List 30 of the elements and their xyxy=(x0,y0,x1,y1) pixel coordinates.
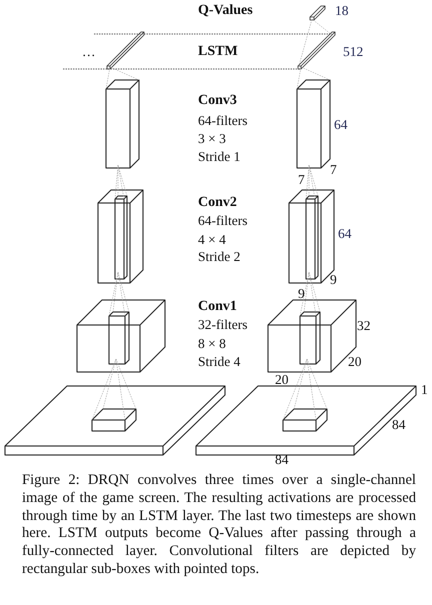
dimension-label: 84 xyxy=(392,417,406,433)
dimension-label: 64 xyxy=(334,117,348,133)
figure-caption: Figure 2: DRQN convolves three times over a single-channel image of the game screen. The resulting activations are processed through time by an LSTM layer. The last two timesteps are shown here. LSTM outputs become Q-Values after passing through a fully-connected layer. Convolutional filters are depicted by rectangular sub-boxes with pointed tops. xyxy=(22,472,416,579)
layer-name: LSTM xyxy=(198,44,238,60)
layer-parameter: 4 × 4 xyxy=(198,232,226,248)
dimension-label: 18 xyxy=(335,3,348,19)
layer-name: Q-Values xyxy=(198,3,253,19)
dimension-label: 32 xyxy=(357,318,370,334)
layer-parameter: 32-filters xyxy=(198,317,248,333)
ellipsis: … xyxy=(82,44,96,60)
layer-parameter: 64-filters xyxy=(198,213,248,229)
dimension-label: 7 xyxy=(298,172,305,188)
layer-parameter: 3 × 3 xyxy=(198,131,226,147)
dimension-label: 1 xyxy=(421,382,428,398)
layer-parameter: Stride 4 xyxy=(198,354,240,370)
dimension-label: 84 xyxy=(275,452,288,468)
dimension-label: 9 xyxy=(330,272,337,288)
layer-parameter: 64-filters xyxy=(198,113,248,129)
layer-parameter: Stride 2 xyxy=(198,249,240,265)
dimension-label: 9 xyxy=(298,286,305,302)
dimension-label: 20 xyxy=(348,354,362,370)
dimension-label: 512 xyxy=(343,44,364,60)
dimension-label: 20 xyxy=(275,372,288,388)
dimension-label: 7 xyxy=(330,162,337,178)
layer-name: Conv1 xyxy=(198,299,237,315)
layer-parameter: Stride 1 xyxy=(198,149,240,165)
layer-name: Conv3 xyxy=(198,93,237,109)
layer-name: Conv2 xyxy=(198,195,237,211)
layer-parameter: 8 × 8 xyxy=(198,336,226,352)
dimension-label: 64 xyxy=(338,226,352,242)
